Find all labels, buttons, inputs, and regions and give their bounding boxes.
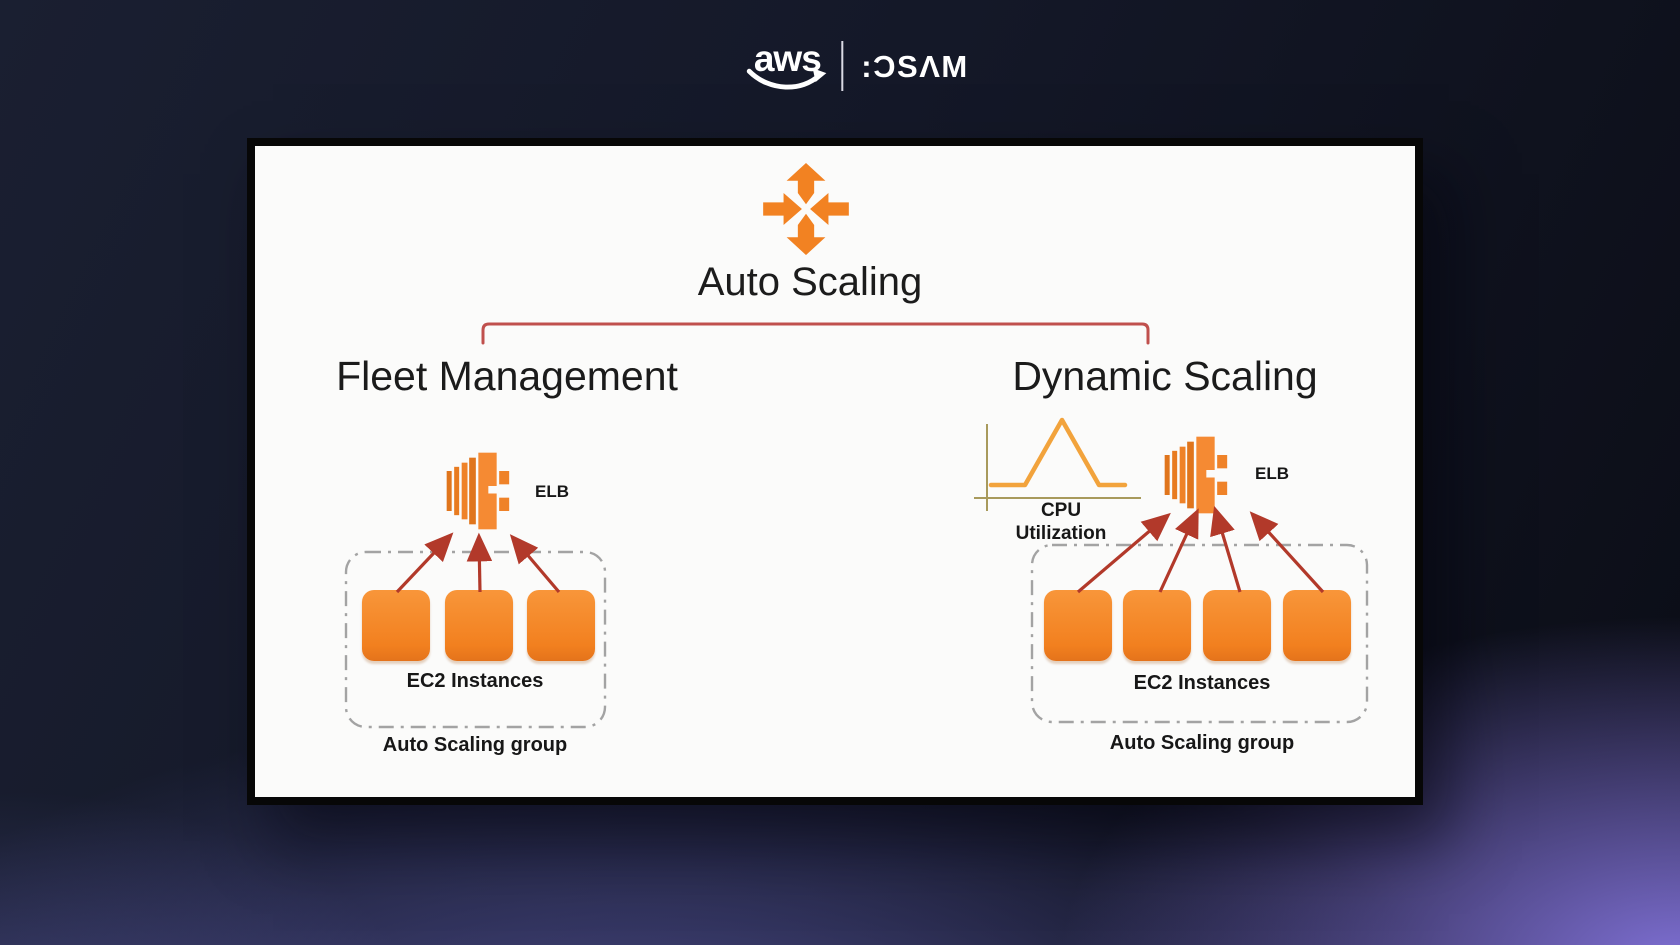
- diagram-title: Auto Scaling: [697, 260, 923, 304]
- arrow-right-3: [1210, 505, 1242, 593]
- presentation-slide: Auto Scaling Fleet Management Dynamic Sc…: [247, 138, 1423, 805]
- slide-canvas: Auto Scaling Fleet Management Dynamic Sc…: [255, 146, 1415, 797]
- branch-bracket: [481, 322, 1150, 345]
- aws-logo: aws: [745, 40, 829, 92]
- ec2-instance: [1283, 590, 1351, 661]
- elb-icon-right: [1164, 436, 1228, 514]
- arrow-right-2: [1158, 508, 1199, 593]
- arrow-right-4: [1249, 511, 1325, 594]
- diagram-lines-layer: [344, 322, 1369, 729]
- cpu-label: CPU: [1040, 500, 1082, 521]
- cpu-chart-axes: [974, 424, 1141, 511]
- elb-label-right: ELB: [1255, 464, 1289, 483]
- ec2-instance: [1123, 590, 1191, 661]
- auto-scaling-group-box-right: [1030, 543, 1369, 724]
- aws-logo-text: aws: [753, 38, 822, 79]
- ec2-instance: [1203, 590, 1271, 661]
- partner-logo-text: :ƆSΛM: [861, 48, 969, 84]
- utilization-label: Utilization: [1015, 523, 1107, 544]
- ec2-instances-label-right: EC2 Instances: [1133, 672, 1271, 694]
- auto-scaling-icon: [763, 162, 849, 256]
- auto-scaling-group-label-right: Auto Scaling group: [1109, 732, 1295, 754]
- ec2-instance: [445, 590, 513, 661]
- arrows-layer: [395, 505, 1325, 594]
- dynamic-scaling-heading: Dynamic Scaling: [1012, 353, 1318, 399]
- auto-scaling-group-label-left: Auto Scaling group: [382, 734, 568, 756]
- cpu-chart-line: [988, 417, 1128, 488]
- aws-smile-icon: [746, 68, 827, 90]
- arrow-left-2: [466, 532, 493, 593]
- ec2-instance: [362, 590, 430, 661]
- elb-icon-left: [446, 452, 510, 530]
- arrow-left-1: [395, 532, 454, 594]
- fleet-management-heading: Fleet Management: [336, 353, 678, 399]
- ec2-instances-label-left: EC2 Instances: [406, 670, 544, 692]
- brand-divider: [841, 41, 844, 91]
- ec2-instance: [527, 590, 595, 661]
- arrow-left-3: [509, 534, 561, 594]
- brand-header: aws :ƆSΛM: [745, 40, 968, 92]
- arrow-right-1: [1076, 512, 1171, 594]
- ec2-instance: [1044, 590, 1112, 661]
- elb-label-left: ELB: [535, 482, 569, 501]
